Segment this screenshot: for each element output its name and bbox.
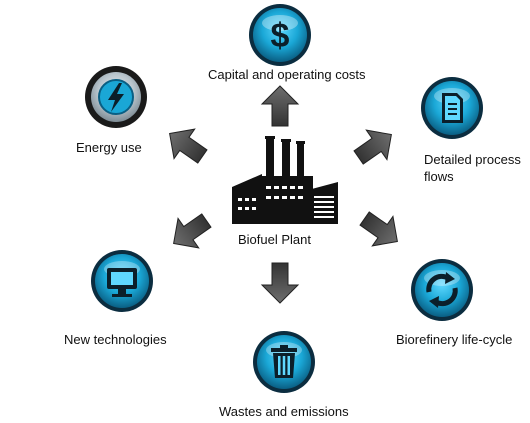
- trash-icon: [253, 331, 315, 393]
- dollar-icon: $: [249, 4, 311, 66]
- svg-text:$: $: [271, 17, 290, 55]
- arrow-to-energy: [158, 118, 214, 172]
- capital-costs-label: Capital and operating costs: [208, 67, 366, 82]
- biofuel-plant-label: Biofuel Plant: [238, 232, 311, 247]
- arrow-to-process: [347, 119, 403, 173]
- arrow-to-wastes: [261, 262, 299, 304]
- new-technologies-label: New technologies: [64, 332, 167, 347]
- wastes-emissions-label: Wastes and emissions: [219, 404, 349, 419]
- lightning-icon: [85, 66, 147, 128]
- arrow-to-lifecycle: [353, 203, 409, 257]
- document-icon: [421, 77, 483, 139]
- lifecycle-label: Biorefinery life-cycle: [396, 332, 513, 347]
- energy-use-label: Energy use: [76, 140, 142, 155]
- monitor-icon: [91, 250, 153, 312]
- factory-icon: [232, 136, 338, 224]
- arrow-to-capital: [261, 85, 299, 127]
- process-flows-label: Detailed process flows: [424, 152, 521, 184]
- arrow-to-new-technologies: [162, 205, 218, 259]
- recycle-icon: [411, 259, 473, 321]
